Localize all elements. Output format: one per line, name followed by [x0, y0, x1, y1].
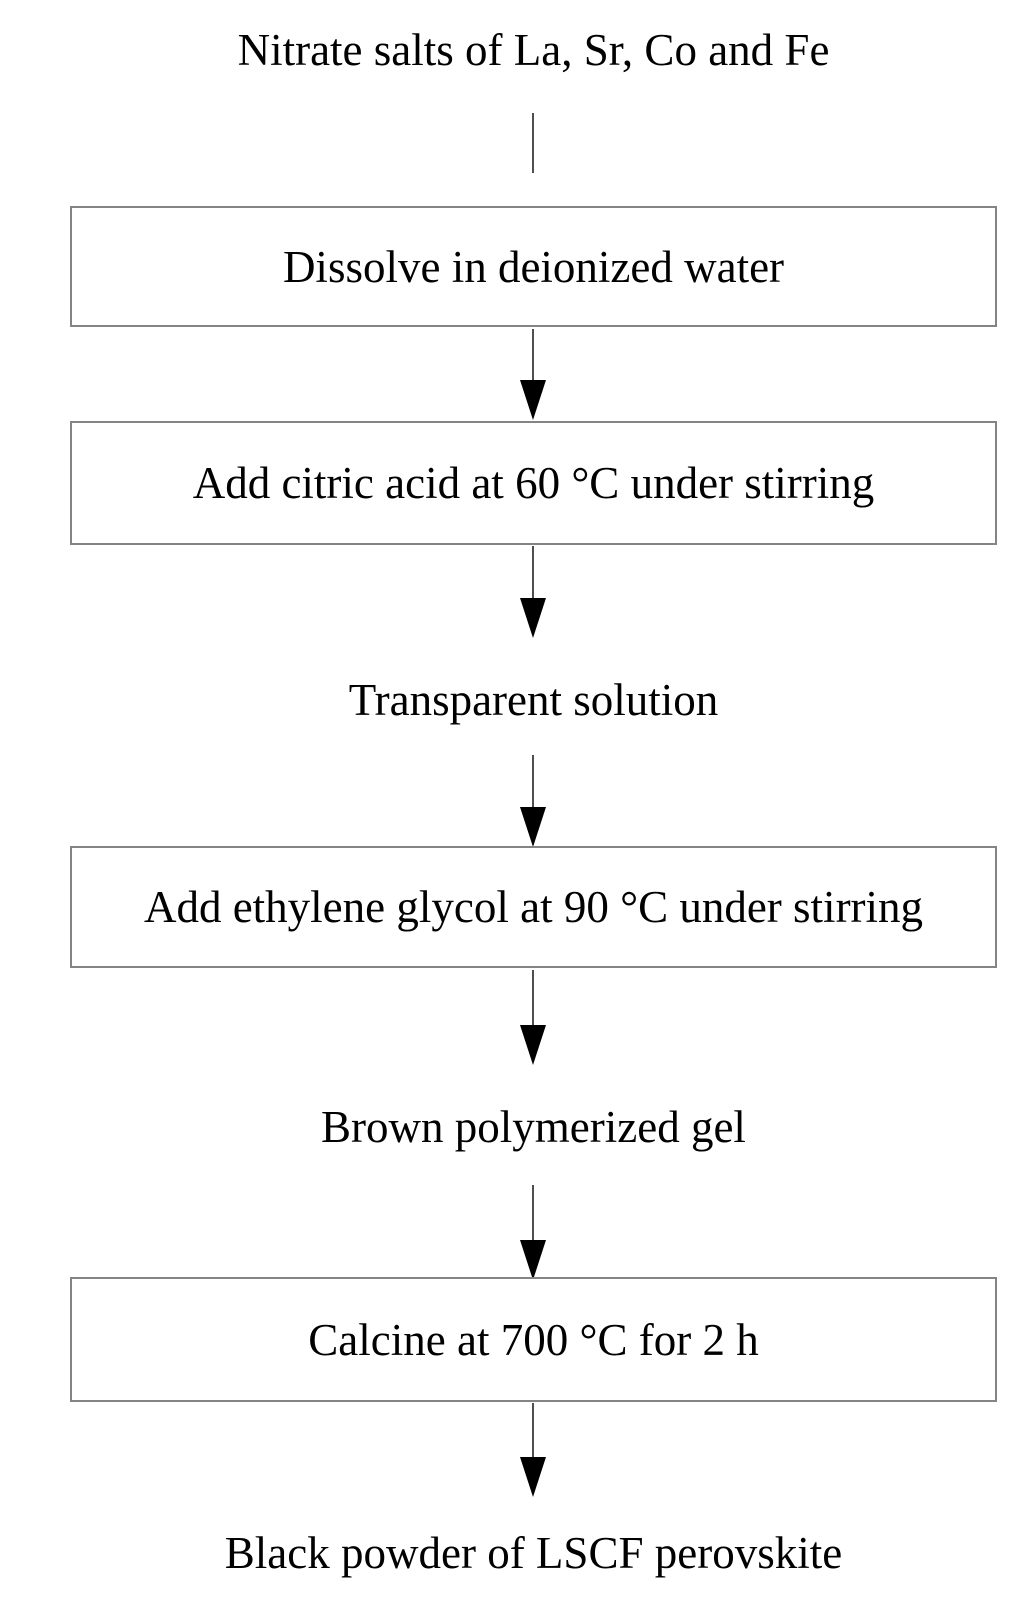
down-arrow: [519, 1185, 547, 1280]
arrow-head-icon: [520, 598, 546, 638]
down-arrow: [519, 546, 547, 638]
flow-text-nitrate-salts: Nitrate salts of La, Sr, Co and Fe: [237, 25, 830, 75]
down-arrow: [519, 1403, 547, 1497]
down-arrow: [519, 970, 547, 1065]
down-arrow: [519, 755, 547, 847]
flow-box-ethylene-glycol: Add ethylene glycol at 90 °C under stirr…: [70, 846, 997, 968]
arrow-head-icon: [520, 807, 546, 847]
flow-box-dissolve: Dissolve in deionized water: [70, 206, 997, 327]
flow-text-transparent-solution: Transparent solution: [348, 675, 719, 725]
flow-box-label: Calcine at 700 °C for 2 h: [308, 1314, 759, 1365]
arrow-line: [532, 970, 534, 1025]
arrow-line: [532, 755, 534, 807]
flow-text-brown-gel: Brown polymerized gel: [321, 1102, 746, 1152]
arrow-line: [532, 1185, 534, 1240]
arrow-head-icon: [520, 1025, 546, 1065]
down-arrow: [519, 329, 547, 420]
flow-box-label: Dissolve in deionized water: [282, 241, 785, 292]
flow-box-calcine: Calcine at 700 °C for 2 h: [70, 1277, 997, 1402]
connector-line: [532, 113, 534, 173]
arrow-head-icon: [520, 1457, 546, 1497]
flow-box-citric-acid: Add citric acid at 60 °C under stirring: [70, 421, 997, 545]
connector-plain: [519, 113, 547, 173]
arrow-line: [532, 329, 534, 380]
flow-box-label: Add citric acid at 60 °C under stirring: [192, 458, 875, 508]
arrow-head-icon: [520, 380, 546, 420]
arrow-line: [532, 1403, 534, 1457]
arrow-head-icon: [520, 1240, 546, 1280]
flow-text-black-powder: Black powder of LSCF perovskite: [224, 1528, 843, 1578]
flow-box-label: Add ethylene glycol at 90 °C under stirr…: [143, 882, 924, 932]
arrow-line: [532, 546, 534, 598]
